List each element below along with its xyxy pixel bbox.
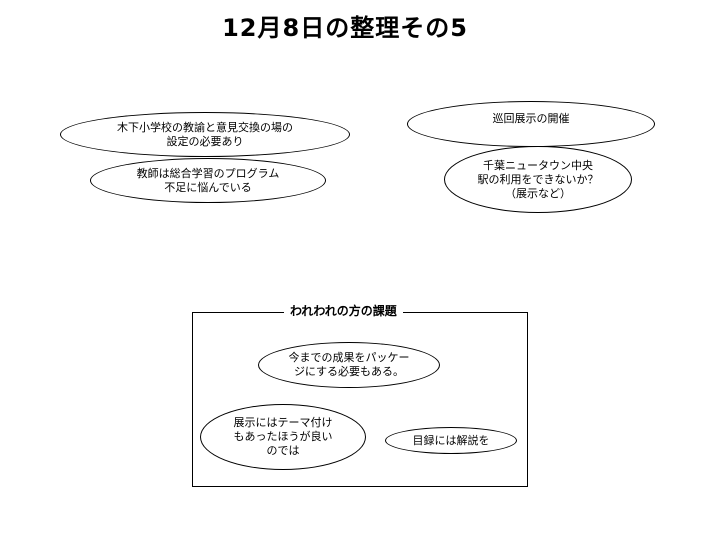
ellipse-text-line: 巡回展示の開催 bbox=[492, 112, 570, 125]
ellipse-teachers-program-shortage: 教師は総合学習のプログラム 不足に悩んでいる bbox=[90, 158, 326, 203]
ellipse-text-line: 展示にはテーマ付け bbox=[233, 416, 333, 429]
ellipse-text-line: 不足に悩んでいる bbox=[164, 180, 252, 194]
page-title: 12月8日の整理その5 bbox=[222, 14, 468, 42]
ellipse-text-line: 設定の必要あり bbox=[166, 134, 244, 148]
group-title: われわれの方の課題 bbox=[284, 302, 403, 320]
ellipse-catalog-commentary: 目録には解説を bbox=[385, 427, 517, 454]
ellipse-package-results: 今までの成果をパッケー ジにする必要もある。 bbox=[258, 342, 440, 388]
ellipse-exchange-with-teachers: 木下小学校の教諭と意見交換の場の 設定の必要あり bbox=[60, 112, 350, 157]
ellipse-exhibition-theme: 展示にはテーマ付け もあったほうが良い のでは bbox=[200, 404, 366, 470]
ellipse-text-line: 教師は総合学習のプログラム bbox=[136, 166, 280, 180]
ellipse-station-use: 千葉ニュータウン中央 駅の利用をできないか？ （展示など） bbox=[444, 146, 632, 213]
ellipse-text-line: （展示など） bbox=[505, 186, 571, 200]
ellipse-text-line: 木下小学校の教諭と意見交換の場の bbox=[117, 120, 293, 134]
ellipse-text-line: 駅の利用をできないか？ bbox=[477, 172, 599, 186]
ellipse-text-line: 今までの成果をパッケー bbox=[288, 351, 410, 364]
ellipse-text-line: 千葉ニュータウン中央 bbox=[483, 158, 593, 172]
ellipse-text-line: ジにする必要もある。 bbox=[293, 365, 405, 378]
ellipse-touring-exhibition: 巡回展示の開催 bbox=[407, 101, 655, 147]
ellipse-text-line: のでは bbox=[266, 444, 300, 457]
ellipse-text-line: 目録には解説を bbox=[412, 433, 490, 447]
ellipse-text-line: もあったほうが良い bbox=[233, 430, 333, 443]
